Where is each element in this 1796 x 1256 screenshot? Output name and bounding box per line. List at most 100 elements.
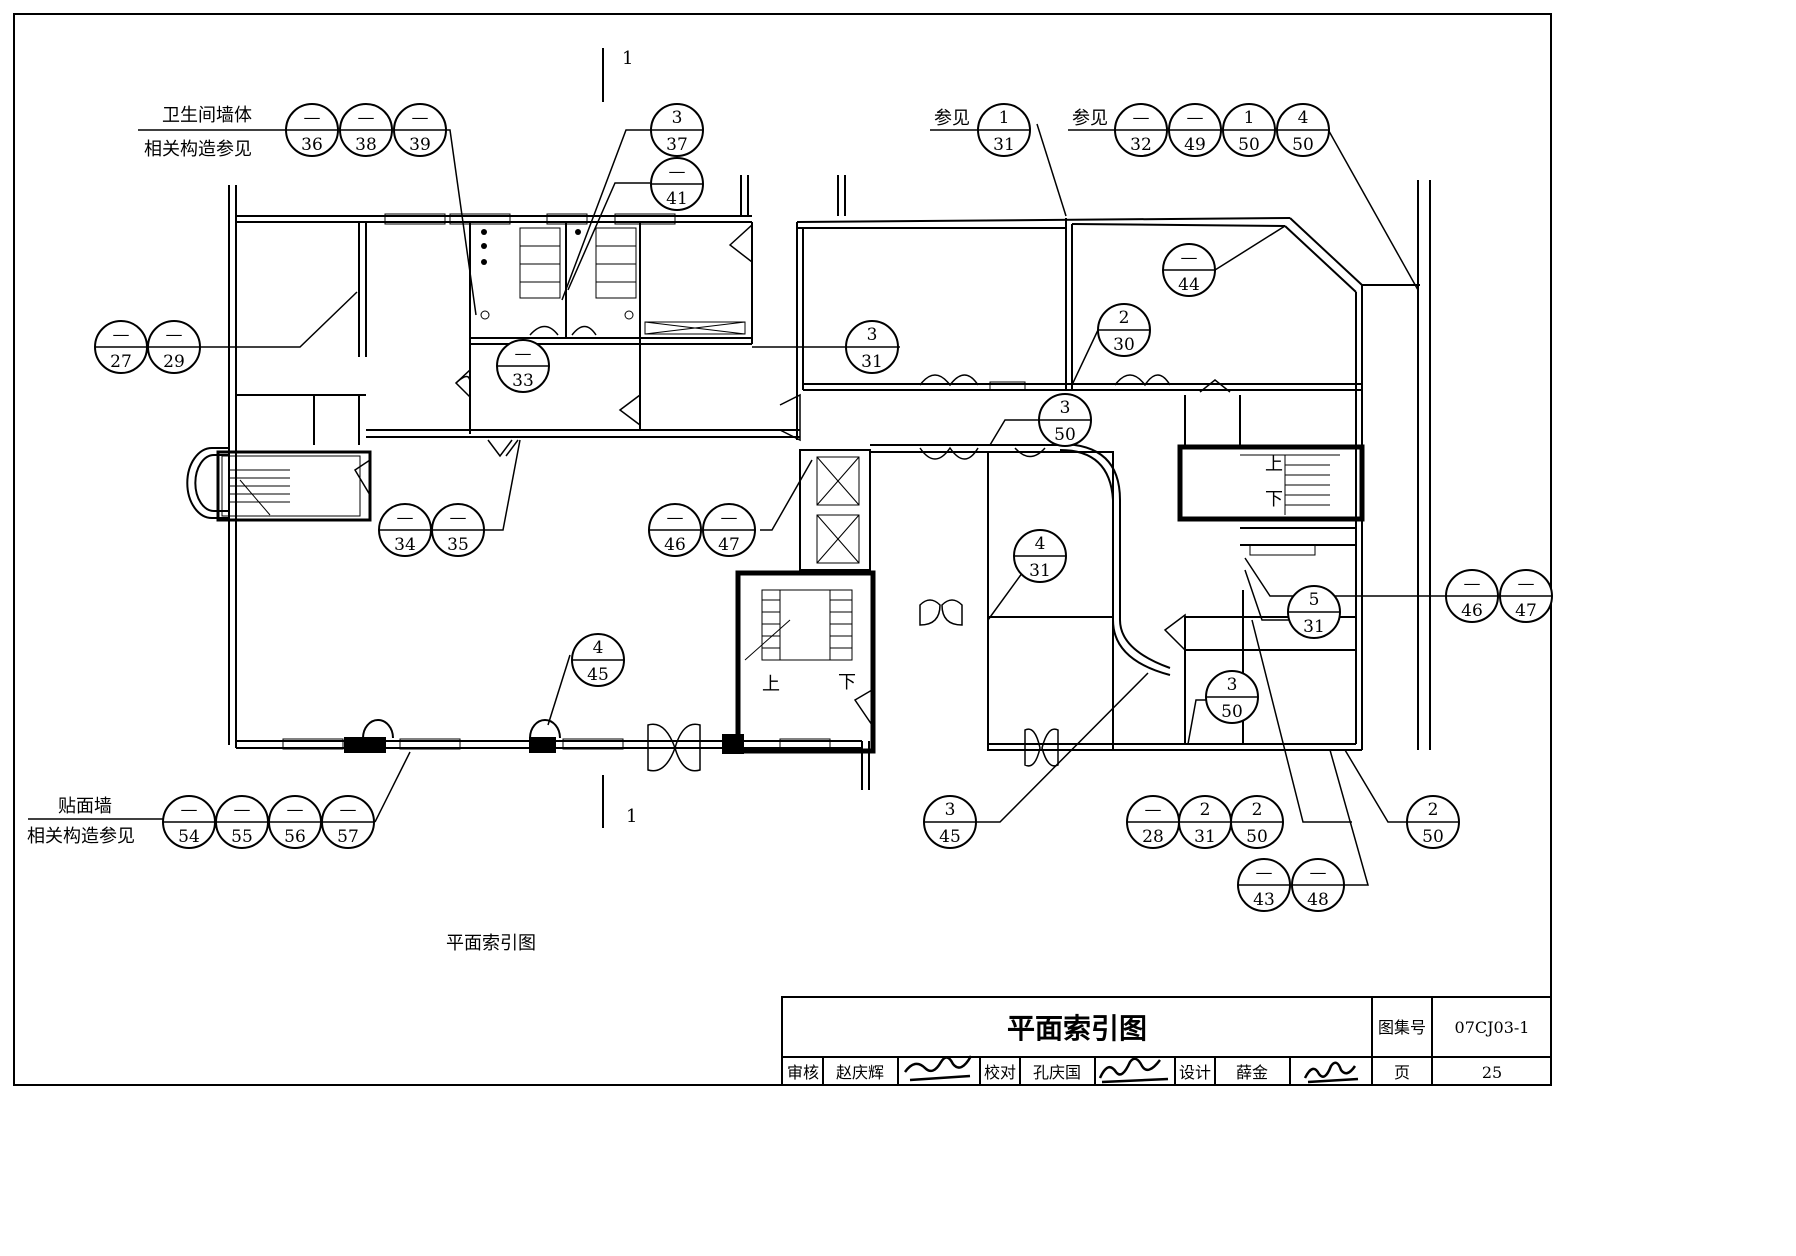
reference-page-number: 50: [1422, 827, 1444, 847]
stair-down-label-right: 下: [1265, 489, 1283, 510]
reference-bubble: 350: [1205, 670, 1259, 724]
reference-bubble: — 57: [321, 795, 375, 849]
reference-page-number: 50: [1054, 425, 1076, 445]
reference-page-number: 31: [993, 135, 1015, 155]
reference-detail-number: —: [450, 508, 467, 528]
reference-bubble: — 35: [431, 503, 485, 557]
reference-detail-number: 3: [1227, 675, 1238, 695]
reference-detail-number: 3: [945, 800, 956, 820]
check-label: 校对: [984, 1063, 1016, 1082]
atlas-label: 图集号: [1378, 1018, 1426, 1037]
reference-detail-number: 4: [1035, 534, 1046, 554]
reference-bubble: — 32: [1114, 103, 1168, 157]
sheet-border: [13, 13, 1552, 1086]
reference-page-number: 46: [664, 535, 686, 555]
reference-detail-number: 3: [672, 108, 683, 128]
reference-detail-number: —: [1187, 108, 1204, 128]
reference-detail-number: 2: [1252, 800, 1263, 820]
reference-detail-number: —: [1310, 863, 1327, 883]
reference-bubble: 150: [1222, 103, 1276, 157]
reference-page-number: 57: [337, 827, 359, 847]
plan-fixtures: [480, 229, 634, 320]
reference-page-number: 32: [1130, 135, 1152, 155]
reference-detail-number: 5: [1309, 590, 1320, 610]
stair-down-label: 下: [838, 672, 856, 693]
section-mark-top: 1: [622, 48, 633, 69]
reviewer-signature: [903, 1055, 973, 1082]
reference-page-number: 43: [1253, 890, 1275, 910]
reference-detail-number: 4: [1298, 108, 1309, 128]
reference-bubble: 350: [1038, 393, 1092, 447]
plan-caption: 平面索引图: [446, 933, 536, 954]
reference-page-number: 37: [666, 135, 688, 155]
reference-detail-number: 1: [1244, 108, 1255, 128]
wc-wall-sublabel: 相关构造参见: [144, 139, 252, 160]
reference-page-number: 35: [447, 535, 469, 555]
designer-name: 薛金: [1236, 1063, 1268, 1082]
reference-bubble: 345: [923, 795, 977, 849]
see-label-1: 参见: [934, 108, 970, 129]
reference-detail-number: 2: [1119, 308, 1130, 328]
reference-bubble: 250: [1230, 795, 1284, 849]
reference-page-number: 49: [1184, 135, 1206, 155]
checker-name: 孔庆国: [1033, 1063, 1081, 1082]
reference-detail-number: —: [667, 508, 684, 528]
reference-bubble: — 46: [648, 503, 702, 557]
reference-detail-number: —: [397, 508, 414, 528]
reference-detail-number: —: [340, 800, 357, 820]
reference-detail-number: —: [412, 108, 429, 128]
section-mark-bottom: 1: [626, 806, 637, 827]
reference-page-number: 31: [1303, 617, 1325, 637]
drawing-sheet: 1 1 上 下 上 下 卫生间墙体 相关构造参见 贴面墙 相关构造参见 参见 参…: [13, 13, 1553, 1086]
stair-up-label: 上: [762, 674, 780, 695]
reference-detail-number: —: [669, 162, 686, 182]
reference-page-number: 27: [110, 352, 132, 372]
reference-bubble: — 27: [94, 320, 148, 374]
reference-bubble: —39: [393, 103, 447, 157]
reference-page-number: 41: [666, 189, 688, 209]
page-label: 页: [1394, 1063, 1410, 1082]
reference-bubble: —36: [285, 103, 339, 157]
reference-page-number: 34: [394, 535, 416, 555]
reference-page-number: 30: [1113, 335, 1135, 355]
reference-bubble: 450: [1276, 103, 1330, 157]
reference-page-number: 31: [1029, 561, 1051, 581]
reference-bubble: —55: [215, 795, 269, 849]
stair-up-label-right: 上: [1265, 454, 1283, 475]
reference-detail-number: 1: [999, 108, 1010, 128]
reference-detail-number: —: [515, 344, 532, 364]
reference-page-number: 44: [1178, 275, 1200, 295]
reviewer-name: 赵庆辉: [836, 1063, 884, 1082]
reference-page-number: 48: [1307, 890, 1329, 910]
reference-detail-number: —: [113, 325, 130, 345]
reference-bubble: 531: [1287, 585, 1341, 639]
reference-bubble: —47: [1499, 569, 1553, 623]
reference-bubble: —29: [147, 320, 201, 374]
reference-bubble: 231: [1178, 795, 1232, 849]
reference-page-number: 31: [1194, 827, 1216, 847]
designer-signature: [1303, 1061, 1359, 1084]
reference-bubble: 250: [1406, 795, 1460, 849]
reference-detail-number: —: [304, 108, 321, 128]
reference-page-number: 50: [1292, 135, 1314, 155]
reference-bubble: 337: [650, 103, 704, 157]
reference-detail-number: 2: [1428, 800, 1439, 820]
reference-bubble: —38: [339, 103, 393, 157]
reference-bubble: 331: [845, 320, 899, 374]
reference-page-number: 29: [163, 352, 185, 372]
reference-page-number: 50: [1246, 827, 1268, 847]
plan-doors: [353, 223, 1231, 772]
reference-detail-number: —: [721, 508, 738, 528]
reference-detail-number: 4: [593, 638, 604, 658]
reference-detail-number: —: [234, 800, 251, 820]
reference-page-number: 56: [284, 827, 306, 847]
reference-bubble: —46: [1445, 569, 1499, 623]
plan-walls: [186, 175, 1431, 790]
leader-lines: [200, 123, 1447, 886]
floor-plan-drawing: 1 1 上 下 上 下 卫生间墙体 相关构造参见 贴面墙 相关构造参见 参见 参…: [13, 13, 1553, 1086]
reference-detail-number: —: [1133, 108, 1150, 128]
reference-bubble: —54: [162, 795, 216, 849]
reference-detail-number: —: [358, 108, 375, 128]
reference-bubble: 230: [1097, 303, 1151, 357]
reference-detail-number: 3: [1060, 398, 1071, 418]
